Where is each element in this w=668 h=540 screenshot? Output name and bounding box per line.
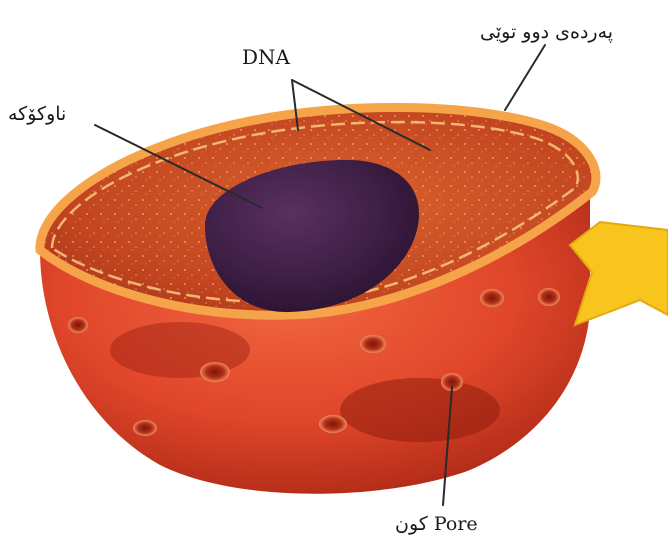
pore xyxy=(538,288,560,306)
label-dna: DNA xyxy=(242,45,291,69)
pore xyxy=(319,415,347,433)
pore xyxy=(68,317,88,333)
pore xyxy=(133,420,157,436)
pore xyxy=(200,362,230,382)
label-nuclear-envelope: پەردەی دوو توێی xyxy=(480,21,613,43)
pore xyxy=(480,289,504,307)
pore xyxy=(360,335,386,353)
label-pore: کون Pore xyxy=(395,513,478,535)
leader-membrane xyxy=(505,45,545,110)
shading-right xyxy=(340,378,500,442)
label-nucleolus: ناوکۆکە xyxy=(8,103,66,125)
